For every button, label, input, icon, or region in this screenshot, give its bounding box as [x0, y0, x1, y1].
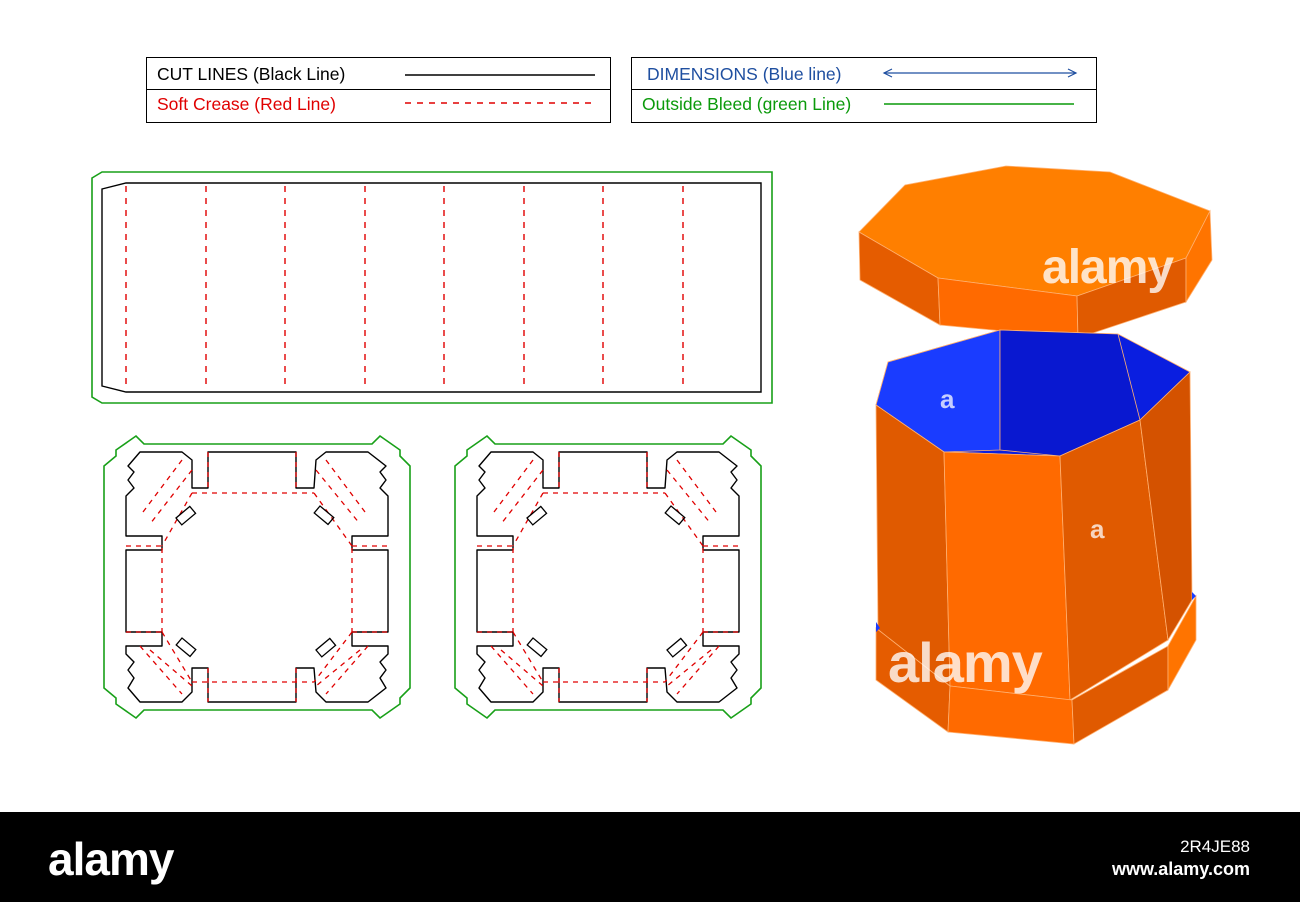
footer-image-id: 2R4JE88 [1180, 837, 1250, 856]
watermark-letter-right: a [1090, 514, 1105, 544]
legend-row-dimensions: DIMENSIONS (Blue line) [632, 58, 1096, 90]
dieline-canvas: CUT LINES (Black Line) Soft Crease (Red … [91, 57, 1213, 745]
bleed-line-sample [884, 103, 1074, 105]
legend-box-left: CUT LINES (Black Line) Soft Crease (Red … [146, 57, 611, 123]
bottom-tray-dieline [103, 435, 411, 719]
footer-bar: alamy 2R4JE88 www.alamy.com [0, 812, 1300, 902]
footer-site: www.alamy.com [1111, 859, 1250, 879]
legend-label-crease: Soft Crease (Red Line) [157, 94, 336, 114]
legend-row-crease: Soft Crease (Red Line) [147, 90, 610, 122]
watermark-letter-left: a [940, 384, 955, 414]
box-lid-3d [858, 165, 1213, 339]
box-body-3d [875, 329, 1197, 745]
dieline-drawing [91, 165, 1213, 745]
side-wall-cut-outline [101, 182, 762, 393]
legend-label-dimensions: DIMENSIONS (Blue line) [647, 64, 842, 84]
legend-box-right: DIMENSIONS (Blue line) Outside Bleed (gr… [631, 57, 1097, 123]
legend-label-cut: CUT LINES (Black Line) [157, 64, 346, 84]
cut-line-sample [405, 74, 595, 76]
side-wall-creases [125, 186, 684, 390]
side-wall-dieline [91, 171, 773, 404]
crease-line-sample [405, 102, 595, 104]
lid-tray-dieline [454, 435, 762, 719]
legend-row-bleed: Outside Bleed (green Line) [632, 90, 1096, 122]
footer-logo: alamy [48, 833, 174, 885]
side-wall-bleed-outline [91, 171, 773, 404]
legend-row-cut: CUT LINES (Black Line) [147, 58, 610, 90]
legend-label-bleed: Outside Bleed (green Line) [642, 94, 852, 114]
footer-image-info: 2R4JE88 www.alamy.com [1112, 836, 1250, 880]
dimension-arrow-sample [882, 68, 1078, 78]
